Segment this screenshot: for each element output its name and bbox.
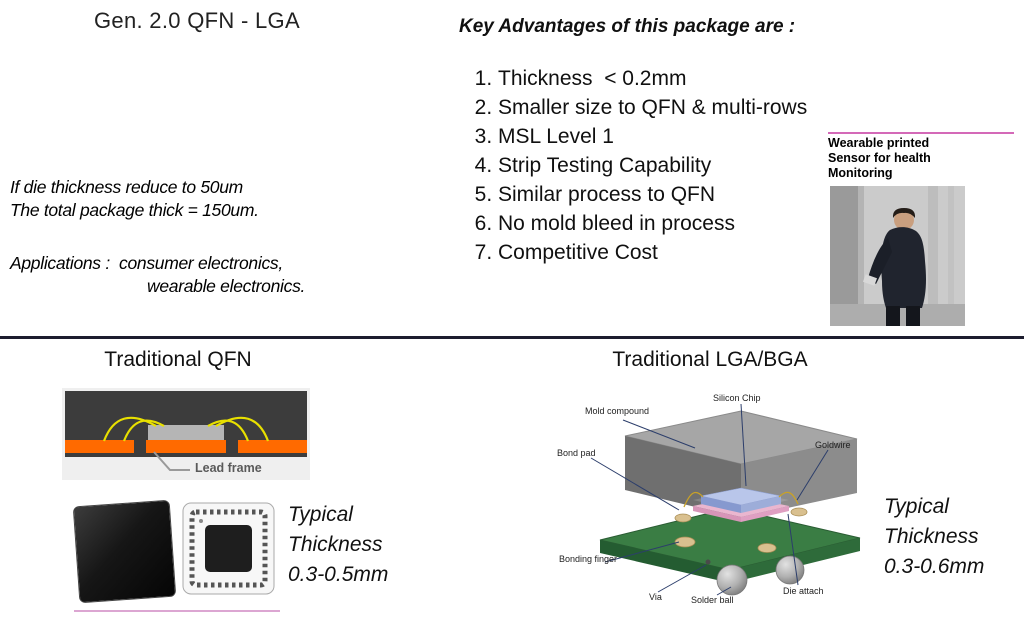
die-thickness-note: If die thickness reduce to 50um The tota… [10, 176, 259, 222]
advantage-item: MSL Level 1 [498, 122, 807, 151]
bare-die-photo [72, 499, 177, 604]
qfn-section-title: Traditional QFN [104, 348, 252, 371]
qfn-package-photo [180, 500, 277, 597]
advantage-item: Smaller size to QFN & multi-rows [498, 93, 807, 122]
lga-thickness-note: Typical Thickness 0.3-0.6mm [884, 492, 984, 582]
lead-frame-label: Lead frame [195, 461, 262, 475]
advantage-item: Strip Testing Capability [498, 151, 807, 180]
silicon-chip-label: Silicon Chip [713, 393, 761, 403]
wearable-caption: Wearable printed Sensor for health Monit… [828, 132, 1014, 181]
applications-line1: Applications : consumer electronics, [10, 253, 283, 273]
lga-bga-diagram: Mold compound Silicon Chip Bond pad Gold… [545, 390, 875, 615]
goldwire-label: Goldwire [815, 440, 851, 450]
advantage-item: Competitive Cost [498, 238, 807, 267]
applications-note: Applications : consumer electronics, wea… [10, 252, 305, 298]
wearable-caption-line1: Wearable printed [828, 136, 930, 150]
advantage-item: Similar process to QFN [498, 180, 807, 209]
die-thickness-note-line2: The total package thick = 150um. [10, 200, 259, 220]
die-thickness-note-line1: If die thickness reduce to 50um [10, 177, 243, 197]
page-title: Gen. 2.0 QFN - LGA [94, 8, 300, 33]
die-attach-label: Die attach [783, 586, 824, 596]
lga-thickness-line2: Thickness [884, 525, 979, 548]
section-divider [0, 336, 1024, 339]
lga-section-title: Traditional LGA/BGA [612, 348, 808, 371]
advantage-item: No mold bleed in process [498, 209, 807, 238]
applications-line2: wearable electronics. [147, 276, 306, 296]
wearable-caption-line3: Monitoring [828, 166, 893, 180]
advantage-item: Thickness < 0.2mm [498, 64, 807, 93]
qfn-photos-underline [74, 610, 280, 612]
solder-ball-label: Solder ball [691, 595, 734, 605]
qfn-thickness-line3: 0.3-0.5mm [288, 563, 389, 586]
qfn-thickness-line1: Typical [288, 503, 353, 526]
qfn-cross-section-figure: Lead frame [62, 388, 310, 480]
qfn-thickness-note: Typical Thickness 0.3-0.5mm [288, 500, 388, 590]
via-label: Via [649, 592, 662, 602]
mold-compound-label: Mold compound [585, 406, 650, 416]
bonding-finger-label: Bonding finger [559, 554, 618, 564]
advantages-list: Thickness < 0.2mm Smaller size to QFN & … [460, 64, 807, 267]
lga-thickness-line3: 0.3-0.6mm [884, 555, 985, 578]
lga-thickness-line1: Typical [884, 495, 949, 518]
wearable-photo [830, 186, 965, 326]
qfn-thickness-line2: Thickness [288, 533, 383, 556]
advantages-heading: Key Advantages of this package are : [459, 16, 796, 37]
bond-pad-label: Bond pad [557, 448, 596, 458]
wearable-caption-line2: Sensor for health [828, 151, 931, 165]
